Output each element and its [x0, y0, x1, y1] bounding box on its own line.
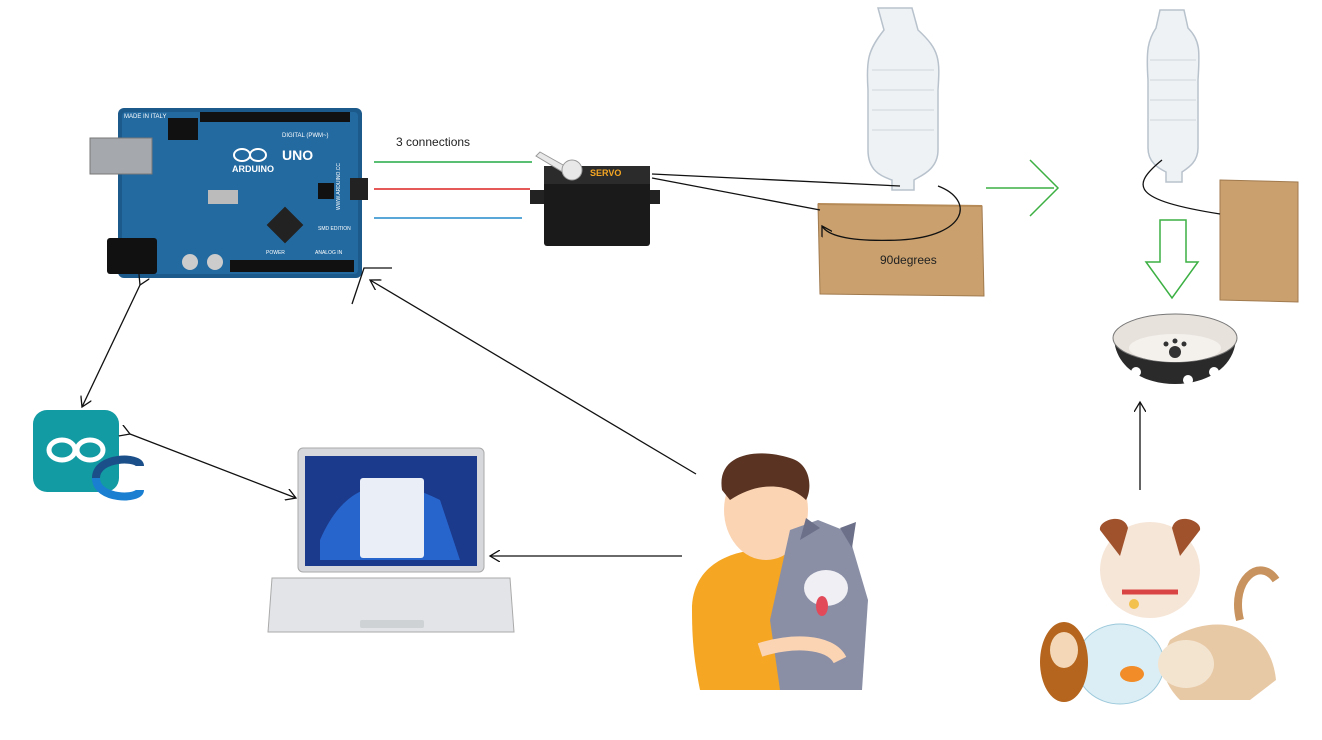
green-down-arrow [1144, 219, 1200, 300]
cardboard-flap-1 [817, 203, 985, 297]
board-model: UNO [282, 147, 313, 163]
owner-with-dog [692, 453, 868, 690]
board-made-in: MADE IN ITALY [124, 114, 166, 120]
servo-label: SERVO [590, 168, 621, 178]
pet-bowl [1112, 313, 1238, 385]
rotation-label: 90degrees [880, 253, 937, 267]
cardboard-flap-2 [1219, 179, 1299, 303]
board-url: WWW.ARDUINO.CC [336, 163, 342, 210]
arrow-owner-board [370, 280, 697, 475]
servo-motor: SERVO [530, 151, 660, 246]
bottle-2 [1146, 9, 1200, 183]
green-right-arrow [986, 159, 1060, 217]
arrow-board-ide [82, 285, 140, 407]
arduino-board: MADE IN ITALY ARDUINO UNO DIGITAL (PWM~)… [89, 108, 368, 278]
laptop [267, 447, 515, 633]
arduino-ide-icon [33, 410, 144, 501]
bottle-1 [866, 7, 940, 191]
rotation-arrow [822, 185, 961, 242]
board-power-header: POWER [266, 250, 285, 256]
connections-label: 3 connections [396, 135, 470, 149]
board-edition: SMD EDITION [318, 226, 351, 232]
board-brand: ARDUINO [232, 164, 274, 174]
pets-group [1040, 518, 1280, 705]
arrow-ide-laptop [130, 434, 296, 498]
board-analog-header: ANALOG IN [315, 250, 343, 256]
board-digital-header: DIGITAL (PWM~) [282, 133, 329, 139]
